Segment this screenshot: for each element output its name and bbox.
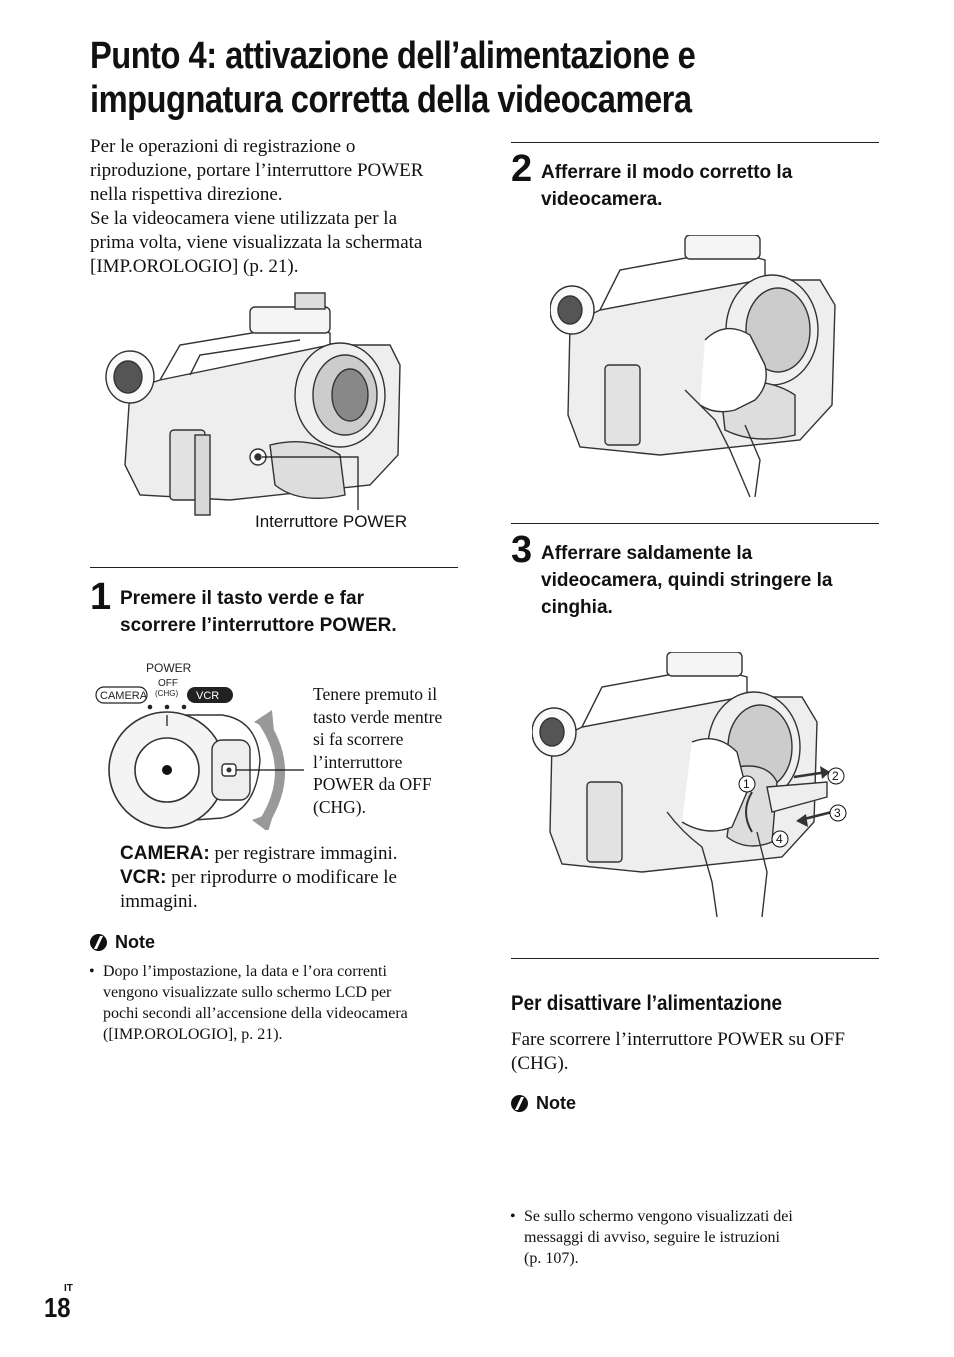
vcr-position-badge [187, 687, 233, 703]
camcorder-power-illustration [105, 292, 401, 516]
switch-label-off: OFF [158, 678, 178, 689]
page-title-line-2: impugnatura corretta della videocamera [90, 79, 692, 121]
step-line: scorrere l’interruttore POWER. [120, 615, 397, 636]
intro-line: Per le operazioni di registrazione o [90, 136, 356, 157]
camera-position-badge [95, 686, 148, 704]
language-code: IT [64, 1283, 73, 1294]
mode-text-vcr: per riprodurre o modificare le [171, 867, 397, 888]
divider [511, 142, 879, 143]
switch-label-camera: CAMERA [100, 690, 148, 702]
step-number: 2 [511, 148, 533, 190]
divider [511, 958, 879, 959]
note-heading-text: Note [115, 932, 155, 952]
caption-line: POWER da OFF [313, 774, 432, 794]
camcorder-grip-illustration [550, 235, 836, 498]
note-icon [90, 934, 107, 951]
intro-line: riproduzione, portare l’interruttore POW… [90, 160, 424, 181]
note-line: Dopo l’impostazione, la data e l’ora cor… [103, 963, 387, 980]
intro-line: Se la videocamera viene utilizzata per l… [90, 208, 398, 229]
note-line: pochi secondi all’accensione della video… [103, 1005, 408, 1022]
callout-4 [771, 830, 789, 848]
divider [90, 567, 458, 568]
step-1-instruction: Premere il tasto verde e far scorrere l’… [120, 585, 460, 639]
switch-label-chg: (CHG) [155, 689, 178, 698]
note-line: Se sullo schermo vengono visualizzati de… [524, 1208, 793, 1225]
mode-label-vcr: VCR: [120, 867, 167, 888]
mode-text-vcr-cont: immagini. [120, 891, 198, 912]
mode-text-camera: per registrare immagini. [214, 843, 398, 864]
switch-label-vcr: VCR [196, 690, 219, 702]
note-heading-text: Note [536, 1093, 576, 1113]
caption-line: si fa scorrere [313, 729, 404, 749]
paragraph-line: Fare scorrere l’interruttore POWER su OF… [511, 1029, 846, 1050]
section-heading-power-off: Per disattivare l’alimentazione [511, 992, 783, 1015]
note-item: Se sullo schermo vengono visualizzati de… [510, 1206, 894, 1269]
switch-caption: Tenere premuto il tasto verde mentre si … [313, 683, 463, 818]
note-line: ([IMP.OROLOGIO], p. 21). [103, 1026, 283, 1043]
power-switch-diagram: POWER OFF (CHG) CAMERA VCR [95, 661, 304, 830]
note-line: messaggi di avviso, seguire le istruzion… [524, 1229, 780, 1246]
divider [511, 523, 879, 524]
power-off-paragraph: Fare scorrere l’interruttore POWER su OF… [511, 1028, 881, 1076]
page-title-line-1: Punto 4: attivazione dell’alimentazione … [90, 35, 696, 77]
note-line: vengono visualizzate sullo schermo LCD p… [103, 984, 392, 1001]
callout-4-label: 4 [776, 832, 783, 846]
intro-line: nella rispettiva direzione. [90, 184, 283, 205]
note-heading: Note [511, 1093, 576, 1114]
step-number: 1 [90, 576, 112, 618]
figure-label-power-switch: Interruttore POWER [255, 512, 408, 531]
step-line: videocamera. [541, 189, 663, 210]
note-line: (p. 107). [524, 1250, 579, 1267]
step-3-instruction: Afferrare saldamente la videocamera, qui… [541, 540, 881, 621]
note-item: Dopo l’impostazione, la data e l’ora cor… [89, 961, 473, 1045]
step-line: Afferrare il modo corretto la [541, 162, 793, 183]
step-line: Afferrare saldamente la [541, 543, 753, 564]
caption-line: l’interruttore [313, 751, 403, 772]
caption-line: tasto verde mentre [313, 706, 443, 727]
caption-line: Tenere premuto il [313, 684, 438, 704]
step-line: videocamera, quindi stringere la [541, 570, 833, 591]
intro-line: [IMP.OROLOGIO] (p. 21). [90, 256, 299, 277]
switch-label-power: POWER [146, 661, 192, 675]
callout-2-label: 2 [832, 769, 839, 783]
callout-3-label: 3 [834, 806, 841, 820]
callout-1 [738, 775, 756, 793]
camcorder-strap-illustration: 1 2 3 4 [532, 652, 847, 918]
modes-description: CAMERA: per registrare immagini. VCR: pe… [120, 842, 460, 914]
page-title: Punto 4: attivazione dell’alimentazione … [90, 34, 907, 122]
note-icon [511, 1095, 528, 1112]
paragraph-line: (CHG). [511, 1053, 569, 1074]
callout-3 [829, 804, 847, 822]
mode-label-camera: CAMERA: [120, 843, 210, 864]
step-line: Premere il tasto verde e far [120, 588, 364, 609]
note-heading: Note [90, 932, 155, 953]
step-2-instruction: Afferrare il modo corretto la videocamer… [541, 159, 881, 213]
intro-line: prima volta, viene visualizzata la scher… [90, 232, 423, 253]
step-number: 3 [511, 529, 533, 571]
callout-2 [827, 767, 845, 785]
caption-line: (CHG). [313, 796, 366, 817]
intro-paragraph: Per le operazioni di registrazione o rip… [90, 135, 470, 279]
page-number: 18 [44, 1292, 71, 1323]
callout-1-label: 1 [743, 777, 750, 791]
step-line: cinghia. [541, 597, 613, 618]
